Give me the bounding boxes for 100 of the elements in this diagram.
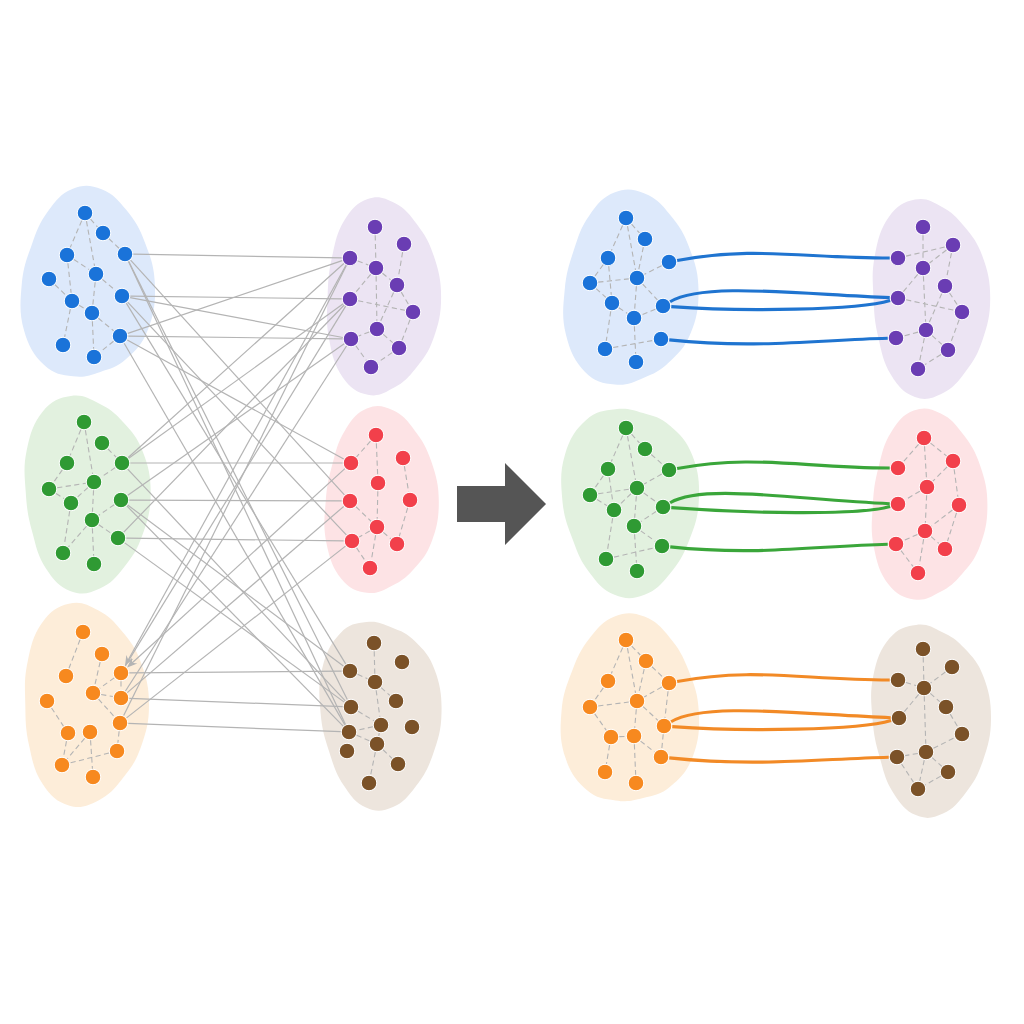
- node-dot: [116, 245, 134, 263]
- dashed-link: [634, 495, 637, 519]
- node-dot: [74, 623, 92, 641]
- dashed-link: [631, 645, 641, 656]
- node-dot: [87, 265, 105, 283]
- dashed-link: [641, 308, 656, 316]
- dashed-link: [356, 734, 370, 742]
- dashed-link: [633, 743, 637, 776]
- curved-link: [671, 298, 891, 312]
- dashed-link: [947, 512, 958, 542]
- dashed-link: [929, 442, 948, 457]
- dashed-link: [354, 273, 372, 294]
- dashed-link: [594, 475, 604, 489]
- connector-line: [126, 339, 345, 460]
- node-dot: [953, 725, 971, 743]
- node-dot: [75, 413, 93, 431]
- dashed-link: [375, 689, 381, 718]
- dashed-link: [626, 435, 637, 481]
- dashed-link: [376, 490, 379, 520]
- dashed-link: [638, 246, 644, 271]
- dashed-link: [904, 490, 921, 501]
- node-dot: [369, 474, 387, 492]
- dashed-link: [610, 647, 624, 674]
- node-dot: [59, 724, 77, 742]
- node-dot: [368, 735, 386, 753]
- node-dot: [625, 309, 643, 327]
- dashed-link: [634, 285, 637, 311]
- dashed-link: [382, 333, 394, 344]
- connector-line: [129, 462, 344, 464]
- dashed-link: [382, 749, 393, 759]
- node-dot: [628, 562, 646, 580]
- curved-link: [676, 251, 890, 262]
- dashed-link: [634, 708, 637, 729]
- dashed-link: [643, 492, 657, 503]
- dashed-link: [67, 525, 88, 548]
- node-dot: [655, 717, 673, 735]
- node-dot: [54, 544, 72, 562]
- dashed-link: [358, 530, 371, 538]
- connector-line: [128, 499, 343, 502]
- dashed-link: [640, 740, 655, 753]
- node-dot: [599, 460, 617, 478]
- dashed-link: [374, 234, 377, 261]
- node-dot: [360, 774, 378, 792]
- node-dot: [916, 522, 934, 540]
- dashed-link: [922, 234, 924, 261]
- dashed-link: [905, 681, 917, 687]
- node-dot: [57, 667, 75, 685]
- dashed-link: [605, 744, 611, 765]
- dashed-link: [664, 690, 669, 719]
- dashed-link: [626, 225, 637, 271]
- dashed-link: [401, 319, 411, 341]
- dashed-link: [594, 264, 604, 277]
- node-dot: [394, 449, 412, 467]
- dashed-link: [377, 352, 393, 363]
- node-dot: [625, 727, 643, 745]
- dashed-link: [642, 283, 658, 301]
- node-dot: [54, 336, 72, 354]
- dashed-link: [905, 299, 955, 311]
- dashed-link: [642, 706, 659, 721]
- dashed-link: [355, 506, 372, 522]
- node-dot: [84, 684, 102, 702]
- node-dot: [918, 478, 936, 496]
- curved-link: [669, 491, 890, 506]
- curved-link: [672, 718, 892, 732]
- node-dot: [53, 756, 71, 774]
- dashed-link: [400, 291, 410, 306]
- dashed-link: [69, 752, 110, 764]
- dashed-link: [380, 687, 391, 696]
- dashed-link: [356, 547, 366, 562]
- dashed-link: [643, 686, 663, 698]
- node-dot: [660, 674, 678, 692]
- node-dot: [596, 340, 614, 358]
- node-dot: [915, 679, 933, 697]
- dashed-link: [949, 713, 959, 728]
- dashed-link: [90, 218, 98, 228]
- dashed-link: [610, 225, 624, 251]
- dashed-link: [924, 494, 928, 524]
- curved-link: [669, 755, 889, 764]
- node-dot: [81, 723, 99, 741]
- curved-link: [671, 504, 891, 515]
- connector-line: [125, 537, 345, 542]
- dashed-link: [91, 527, 95, 557]
- dashed-link: [373, 650, 376, 675]
- dashed-link: [651, 666, 664, 678]
- dashed-link: [618, 307, 628, 314]
- dashed-link: [68, 639, 81, 669]
- dashed-link: [379, 292, 395, 322]
- dashed-link: [928, 293, 943, 323]
- dashed-link: [923, 695, 927, 745]
- node-dot: [636, 230, 654, 248]
- node-dot: [389, 755, 407, 773]
- connector-line: [130, 259, 345, 496]
- node-dot: [83, 511, 101, 529]
- dashed-link: [903, 331, 919, 337]
- dashed-link: [108, 238, 120, 249]
- dashed-link: [902, 443, 920, 463]
- dashed-link: [67, 262, 72, 294]
- node-dot: [83, 304, 101, 322]
- curved-link: [676, 460, 890, 470]
- dashed-link: [84, 429, 94, 475]
